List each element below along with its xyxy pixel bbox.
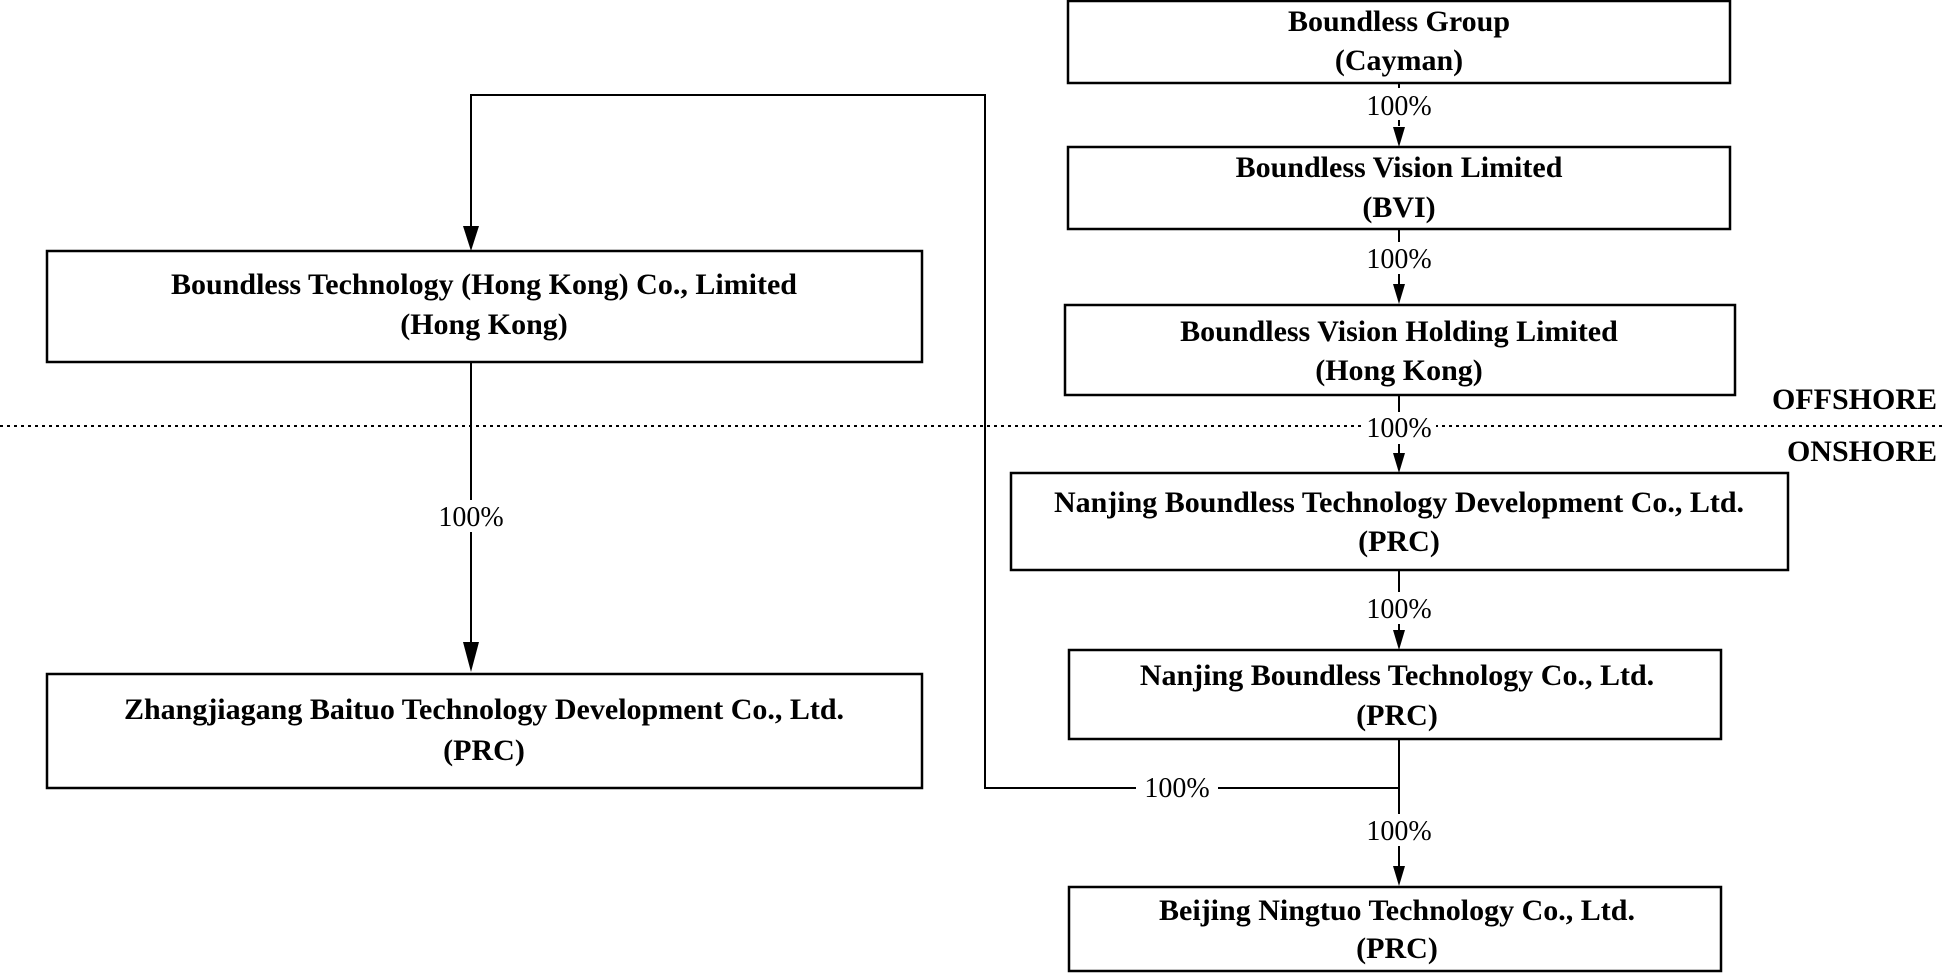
entity-jurisdiction: (PRC) xyxy=(443,734,525,767)
entity-nanjing-boundless-development: Nanjing Boundless Technology Development… xyxy=(1009,471,1790,572)
pct-bg-cayman-bvi xyxy=(1362,88,1436,120)
entity-name: Boundless Vision Limited xyxy=(1236,151,1563,184)
arrowhead-nanjingtech xyxy=(1393,630,1405,650)
entity-name: Beijing Ningtuo Technology Co., Ltd. xyxy=(1159,894,1635,927)
pct-bg-hkholding-nanjingdev xyxy=(1362,412,1436,444)
entity-name: Boundless Technology (Hong Kong) Co., Li… xyxy=(171,268,797,301)
entity-boundless-vision-holding: Boundless Vision Holding Limited (Hong K… xyxy=(1063,303,1737,397)
entity-name: Zhangjiagang Baituo Technology Developme… xyxy=(124,693,844,726)
pct-bg-bvi-hkholding xyxy=(1362,242,1436,274)
arrowhead-hktech xyxy=(463,226,479,251)
pct-label-nanjingtech-hktech: 100% xyxy=(1144,773,1209,804)
onshore-label: ONSHORE xyxy=(1787,435,1937,468)
arrowhead-bvi xyxy=(1393,127,1405,147)
entity-boundless-technology-hk: Boundless Technology (Hong Kong) Co., Li… xyxy=(45,249,924,364)
arrowhead-nanjingdev xyxy=(1393,453,1405,473)
entity-name: Boundless Vision Holding Limited xyxy=(1180,315,1618,348)
pct-label-hkholding-nanjingdev: 100% xyxy=(1366,413,1431,444)
entity-name: Nanjing Boundless Technology Co., Ltd. xyxy=(1140,659,1654,692)
entity-boundless-group: Boundless Group (Cayman) xyxy=(1066,0,1732,85)
entity-nanjing-boundless-technology: Nanjing Boundless Technology Co., Ltd. (… xyxy=(1067,648,1723,741)
entity-jurisdiction: (PRC) xyxy=(1356,699,1438,732)
entity-name: Boundless Group xyxy=(1288,5,1510,38)
connector-nanjingtech-hktech xyxy=(470,94,1399,789)
pct-label-nanjingdev-nanjingtech: 100% xyxy=(1366,594,1431,625)
arrowhead-hkholding xyxy=(1393,284,1405,304)
pct-bg-nanjingtech-beijing xyxy=(1362,814,1436,846)
offshore-label: OFFSHORE xyxy=(1772,383,1937,416)
pct-label-nanjingtech-beijing: 100% xyxy=(1366,816,1431,847)
pct-bg-nanjingdev-nanjingtech xyxy=(1362,592,1436,624)
entity-beijing-ningtuo: Beijing Ningtuo Technology Co., Ltd. (PR… xyxy=(1067,885,1723,973)
pct-label-cayman-bvi: 100% xyxy=(1366,91,1431,122)
pct-label-hktech-zhangjiagang: 100% xyxy=(438,502,503,533)
entity-jurisdiction: (Hong Kong) xyxy=(1315,354,1483,387)
entity-boundless-vision-limited: Boundless Vision Limited (BVI) xyxy=(1066,145,1732,231)
pct-bg-nanjingtech-hktech xyxy=(1136,772,1218,804)
entity-name: Nanjing Boundless Technology Development… xyxy=(1054,486,1744,519)
pct-label-bvi-hkholding: 100% xyxy=(1366,244,1431,275)
entity-jurisdiction: (Hong Kong) xyxy=(400,308,568,341)
pct-bg-hktech-zhangjiagang xyxy=(434,500,508,532)
entity-jurisdiction: (PRC) xyxy=(1356,932,1438,965)
entity-jurisdiction: (BVI) xyxy=(1362,191,1435,224)
entity-zhangjiagang-baituo: Zhangjiagang Baituo Technology Developme… xyxy=(45,672,924,790)
entity-jurisdiction: (PRC) xyxy=(1358,525,1440,558)
arrowhead-zhangjiagang xyxy=(463,642,479,672)
entity-jurisdiction: (Cayman) xyxy=(1335,44,1463,77)
arrowhead-beijing xyxy=(1393,866,1405,886)
